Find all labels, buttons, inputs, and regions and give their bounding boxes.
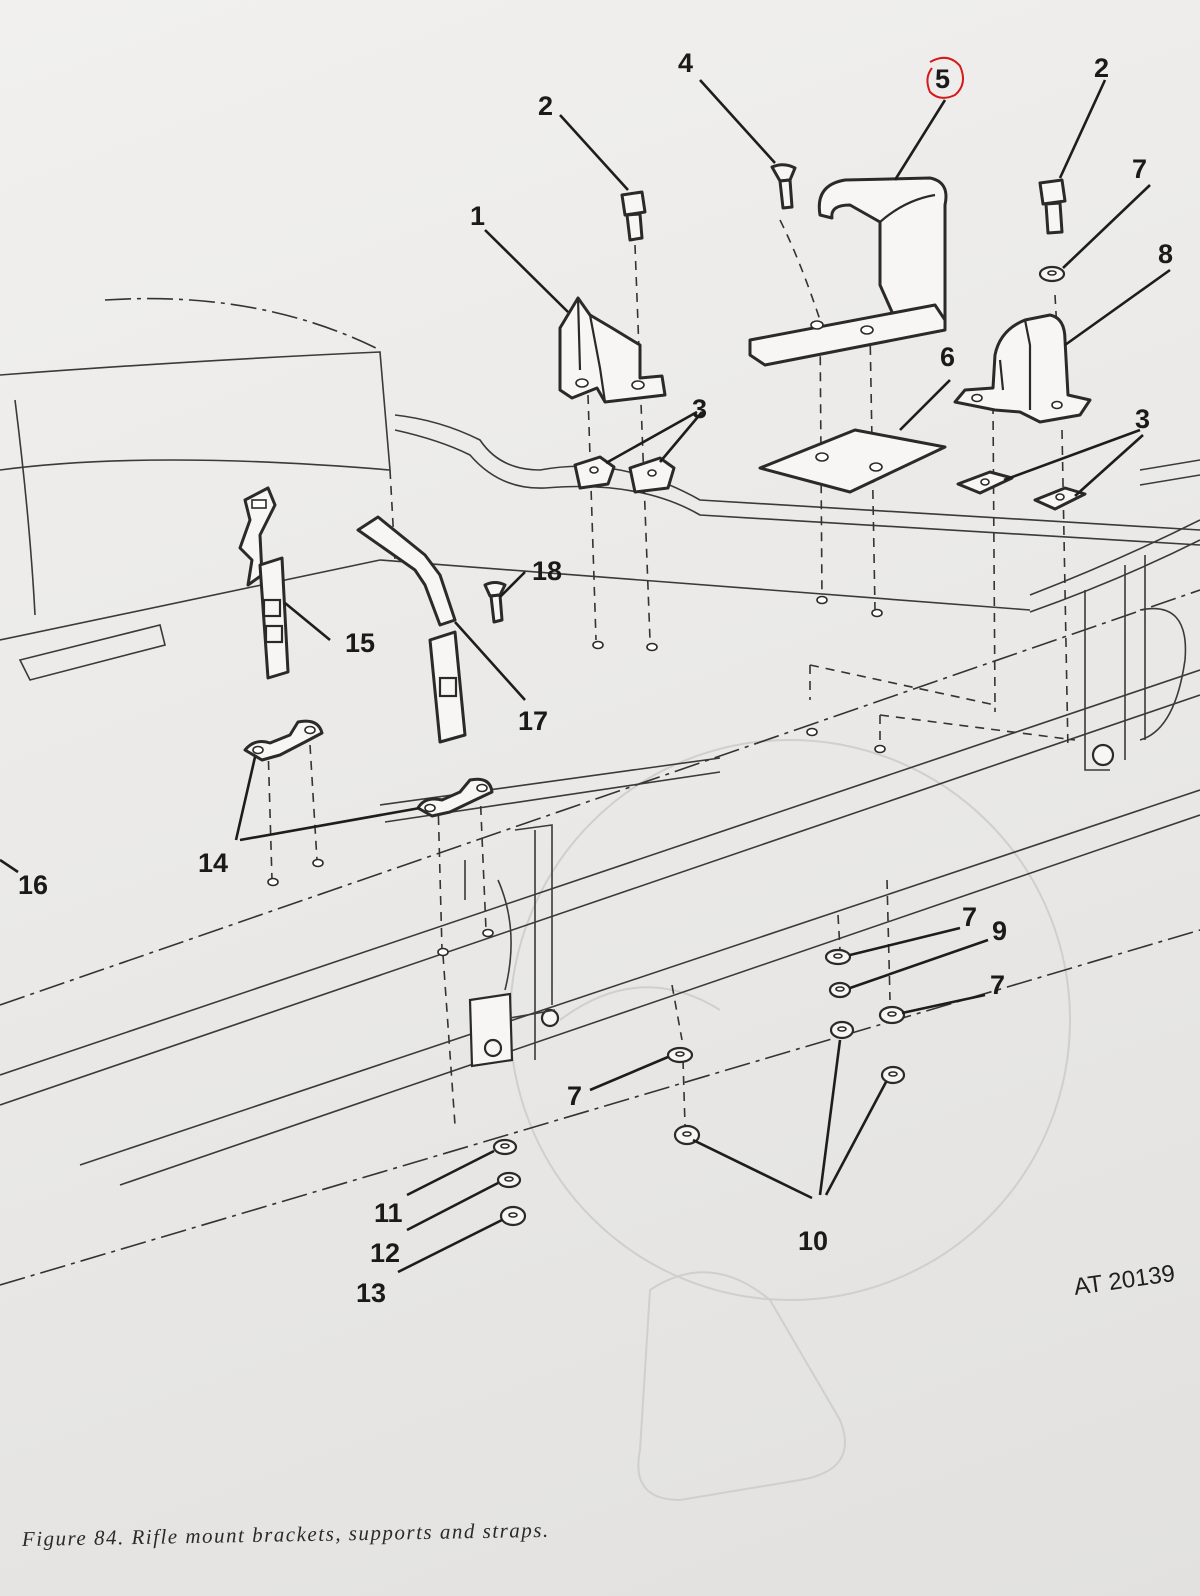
support-part-5 bbox=[748, 176, 948, 367]
callout-7-left: 7 bbox=[567, 1081, 582, 1111]
callout-16: 16 bbox=[18, 870, 48, 900]
plate-part-6 bbox=[758, 428, 947, 494]
background-ghost bbox=[509, 739, 1071, 1502]
callout-7-top: 7 bbox=[1132, 154, 1147, 184]
callout-3-left: 3 bbox=[692, 394, 707, 424]
callout-14: 14 bbox=[198, 848, 228, 878]
frame-rails bbox=[0, 414, 1200, 1286]
bracket-part-8 bbox=[953, 313, 1092, 424]
screw-part-18 bbox=[483, 581, 507, 624]
bolt-part-2-left bbox=[620, 190, 647, 242]
screw-part-4 bbox=[770, 163, 797, 210]
callout-15: 15 bbox=[345, 628, 375, 658]
strap-part-17 bbox=[356, 515, 467, 744]
highlight-circle bbox=[926, 56, 965, 99]
strap-part-15 bbox=[238, 486, 290, 680]
callout-18: 18 bbox=[532, 556, 562, 586]
callout-5: 5 bbox=[935, 64, 950, 94]
callout-11: 11 bbox=[374, 1198, 403, 1228]
frame-holes bbox=[267, 595, 886, 957]
drawing-code: AT 20139 bbox=[1072, 1260, 1177, 1301]
washers-and-nuts bbox=[492, 265, 1066, 1227]
square-nuts-part-3 bbox=[573, 455, 1087, 511]
callout-6: 6 bbox=[940, 342, 955, 372]
bracket-part-1 bbox=[558, 296, 667, 404]
callout-12: 12 bbox=[370, 1238, 400, 1268]
callout-4: 4 bbox=[678, 48, 693, 78]
callout-2-right: 2 bbox=[1094, 53, 1109, 83]
vehicle-body bbox=[0, 297, 396, 681]
callout-7-right: 7 bbox=[990, 970, 1005, 1000]
callout-8: 8 bbox=[1158, 239, 1173, 269]
callout-13: 13 bbox=[356, 1278, 386, 1308]
bolt-part-2-right bbox=[1038, 178, 1067, 235]
callout-17: 17 bbox=[518, 706, 548, 736]
leader-lines bbox=[0, 79, 1171, 1274]
callout-numbers: 1 2 2 3 3 4 5 6 7 7 7 7 8 9 10 11 12 13 … bbox=[18, 48, 1173, 1308]
callout-9: 9 bbox=[992, 916, 1007, 946]
clips-part-14 bbox=[243, 719, 494, 818]
callout-7-mid: 7 bbox=[962, 902, 977, 932]
callout-2-left: 2 bbox=[538, 91, 553, 121]
callout-3-right: 3 bbox=[1135, 404, 1150, 434]
callout-10: 10 bbox=[798, 1226, 828, 1256]
hinge-assembly bbox=[464, 824, 560, 1068]
figure-caption: Figure 84. Rifle mount brackets, support… bbox=[21, 1518, 550, 1551]
callout-1: 1 bbox=[470, 201, 485, 231]
